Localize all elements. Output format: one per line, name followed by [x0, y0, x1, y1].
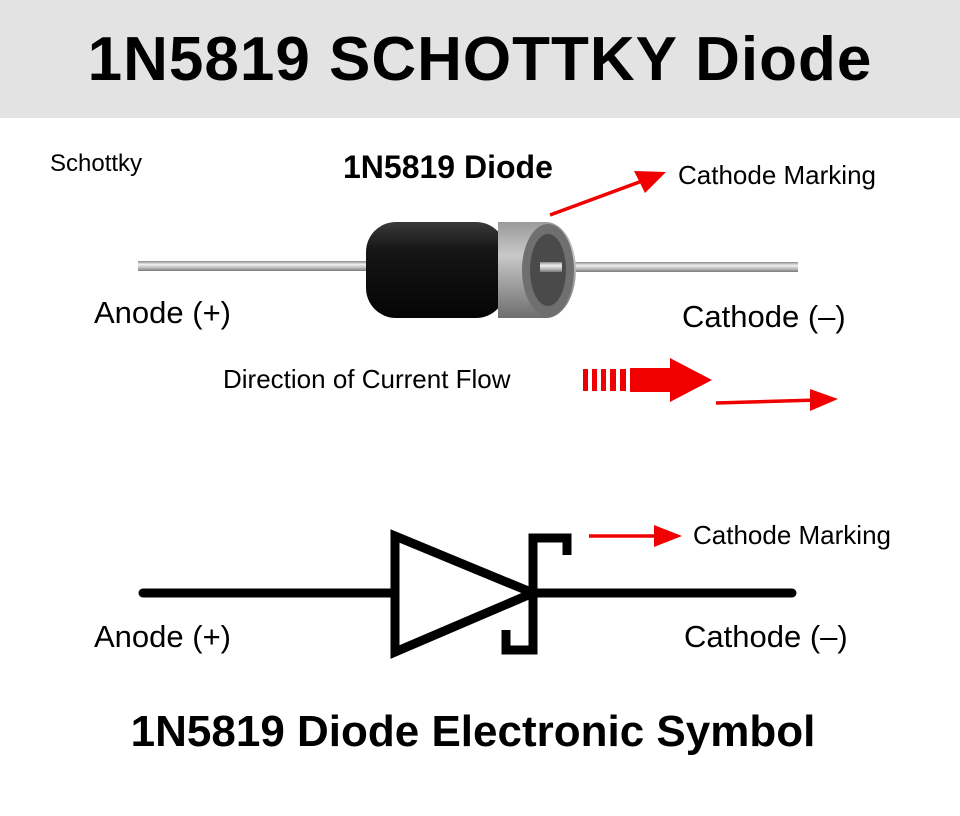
schottky-symbol	[138, 529, 797, 659]
symbol-triangle	[390, 529, 545, 659]
diode-body	[366, 222, 506, 318]
symbol-cathode-marking-arrow	[589, 525, 682, 547]
symbol-schottky-bar	[501, 533, 572, 655]
symbol-cathode-label: Cathode (–)	[684, 619, 848, 654]
cathode-marking-label: Cathode Marking	[678, 160, 876, 190]
current-flow-label: Direction of Current Flow	[223, 364, 511, 394]
cathode-label: Cathode (–)	[682, 299, 846, 334]
schottky-type-label: Schottky	[50, 150, 143, 177]
title-bar	[0, 0, 960, 118]
cathode-marking-arrow	[549, 171, 666, 217]
diode-photo	[138, 222, 798, 318]
cathode-lead	[540, 262, 798, 272]
anode-label: Anode (+)	[94, 295, 232, 330]
anode-lead	[138, 261, 378, 271]
component-label: 1N5819 Diode	[343, 149, 553, 185]
page-title: 1N5819 SCHOTTKY Diode	[87, 25, 873, 94]
symbol-cathode-marking-label: Cathode Marking	[693, 520, 891, 550]
symbol-caption: 1N5819 Diode Electronic Symbol	[130, 707, 816, 756]
current-flow-arrow-thin	[715, 389, 838, 411]
current-flow-arrow	[583, 358, 712, 402]
symbol-anode-label: Anode (+)	[94, 619, 232, 654]
lead-stub	[540, 262, 562, 272]
